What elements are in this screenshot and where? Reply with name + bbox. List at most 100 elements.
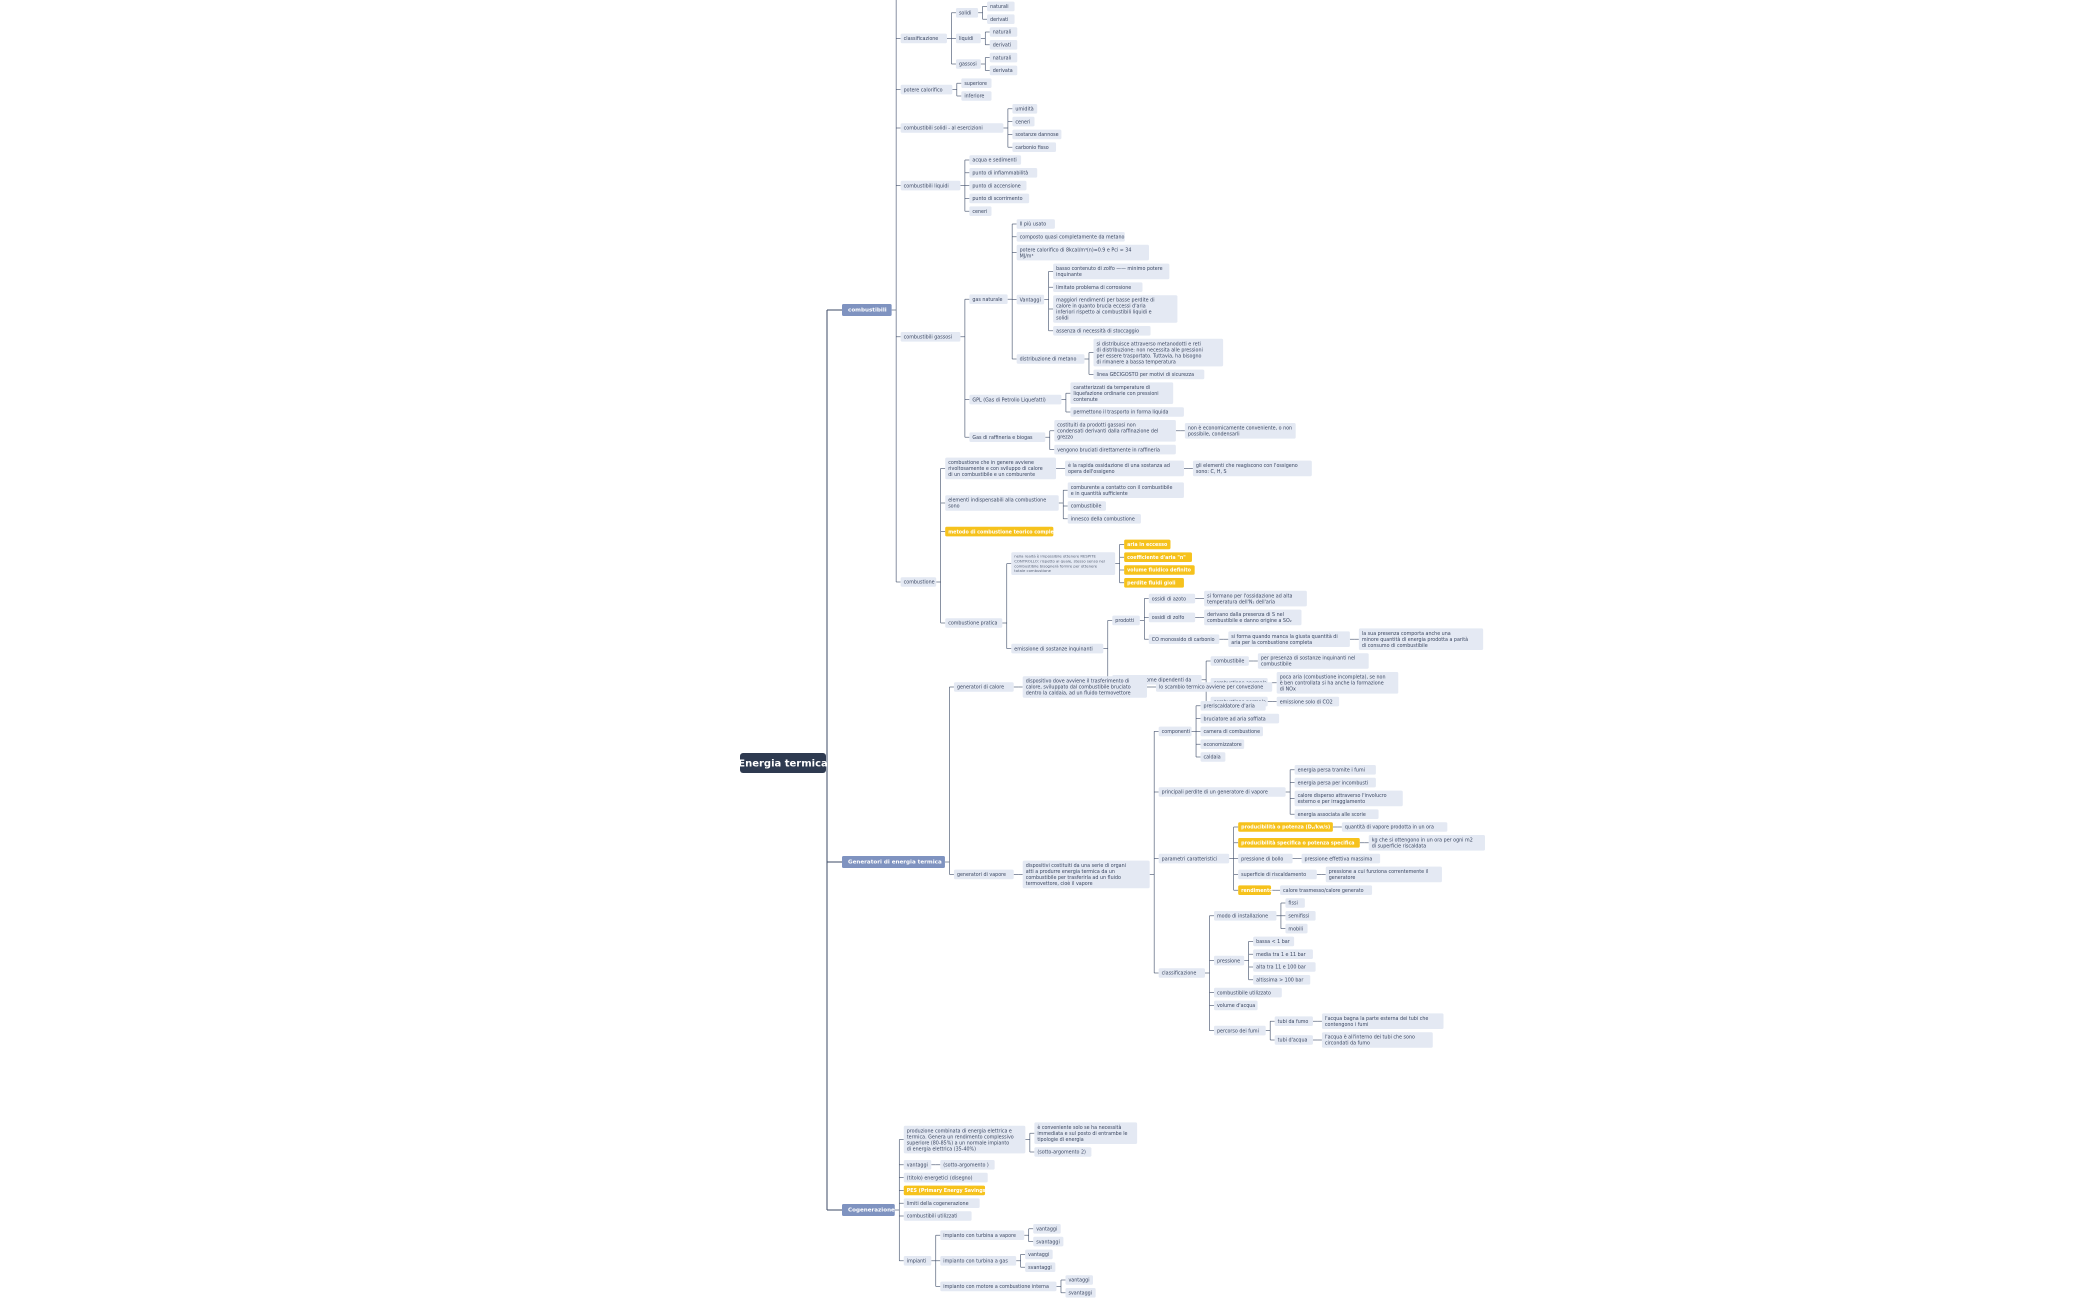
node-svantaggi[interactable]: svantaggi xyxy=(1033,1236,1064,1247)
node-caldaia[interactable]: caldaia xyxy=(1200,752,1226,762)
node-altissima-100-bar[interactable]: altissima > 100 bar xyxy=(1253,975,1311,985)
node-liquidi[interactable]: liquidi xyxy=(955,33,981,44)
node-carbonio-fisso[interactable]: carbonio fisso xyxy=(1012,142,1057,152)
node-metodo-di-combustione-teorico-comple[interactable]: metodo di combustione teorico completo xyxy=(945,526,1060,537)
node-bassa-1-bar[interactable]: bassa < 1 bar xyxy=(1253,936,1295,947)
node-vengono-bruciati-direttamente-in-raf[interactable]: vengono bruciati direttamente in raffine… xyxy=(1054,444,1176,455)
node-combustibili-liquidi[interactable]: combustibili liquidi xyxy=(900,180,961,191)
node-impianto-con-motore-a-combustione-in[interactable]: impianto con motore a combustione intern… xyxy=(940,1281,1057,1292)
section-cogenerazione[interactable]: Cogenerazione xyxy=(842,1204,895,1216)
node-si-distribuisce-attraverso-metanodot[interactable]: si distribuisce attraverso metanodotti e… xyxy=(1093,338,1224,367)
node-superiore[interactable]: superiore xyxy=(961,78,992,88)
node-combustibili-solidi-al-esercizioni[interactable]: combustibili solidi - al esercizioni xyxy=(900,123,1004,133)
node-potere-calorifico[interactable]: potere calorifico xyxy=(900,84,953,95)
node-limiti-della-cogenerazione[interactable]: limiti della cogenerazione xyxy=(903,1198,980,1208)
root-node[interactable]: Energia termica xyxy=(738,753,828,773)
node-quantita-di-vapore-prodotta-in-un-or[interactable]: quantità di vapore prodotta in un ora xyxy=(1341,822,1448,832)
node-coefficiente-d-aria-n[interactable]: coefficiente d'aria "n" xyxy=(1124,552,1192,562)
node-per-presenza-di-sostanze-inquinanti-[interactable]: per presenza di sostanze inquinanti nelc… xyxy=(1257,653,1369,669)
node-naturali[interactable]: naturali xyxy=(987,1,1015,12)
node-pressione-di-bollo[interactable]: pressione di bollo xyxy=(1238,853,1293,864)
node-semifissi[interactable]: semifissi xyxy=(1285,911,1316,921)
node-titolo-energetici-disegno[interactable]: (titolo) energetici (disegno) xyxy=(903,1172,988,1183)
node-producibilita-o-potenza-d-kw-s[interactable]: producibilità o potenza (Dₚ/kw/s) xyxy=(1238,822,1333,832)
node-alta-tra-11-e-100-bar[interactable]: alta tra 11 e 100 bar xyxy=(1253,962,1316,972)
node-si-forma-quando-manca-la-giusta-quan[interactable]: si forma quando manca la giusta quantità… xyxy=(1228,631,1350,647)
node-limitato-problema-di-corrosione[interactable]: limitato problema di corrosione xyxy=(1053,282,1143,292)
node-gas-di-raffineria-e-biogas[interactable]: Gas di raffineria e biogas xyxy=(969,432,1046,442)
node-ceneri[interactable]: ceneri xyxy=(1012,116,1035,127)
node-gli-elementi-che-reagiscono-con-l-os[interactable]: gli elementi che reagiscono con l'ossige… xyxy=(1192,460,1312,477)
node-distribuzione-di-metano[interactable]: distribuzione di metano xyxy=(1016,354,1085,364)
node-modo-di-installazione[interactable]: modo di installazione xyxy=(1213,911,1277,921)
node-costituiti-da-prodotti-gassosi-non[interactable]: costituiti da prodotti gassosi nonconden… xyxy=(1054,420,1176,442)
node-naturali[interactable]: naturali xyxy=(989,27,1018,37)
node-kg-che-si-ottengono-in-un-ora-per-og[interactable]: kg che si ottengono in un ora per ogni m… xyxy=(1368,835,1485,851)
node-componenti[interactable]: componenti xyxy=(1158,726,1192,737)
node-ceneri[interactable]: ceneri xyxy=(969,206,992,216)
node-permettono-il-trasporto-in-forma-liq[interactable]: permettono il trasporto in forma liquida xyxy=(1070,407,1184,417)
node-naturali[interactable]: naturali xyxy=(989,52,1018,63)
node-perdite-fluidi-gioli[interactable]: perdite fluidi gioli xyxy=(1124,578,1184,588)
node-producibilita-specifica-o-potenza-sp[interactable]: producibilità specifica o potenza specif… xyxy=(1238,838,1360,848)
node-rendimento[interactable]: rendimento xyxy=(1238,885,1273,895)
node-svantaggi[interactable]: svantaggi xyxy=(1065,1288,1096,1298)
node-pressione[interactable]: pressione xyxy=(1213,955,1245,966)
node-e-la-rapida-ossidazione-di-una-sosta[interactable]: è la rapida ossidazione di una sostanza … xyxy=(1065,460,1184,477)
node-composto-quasi-completamente-da-meta[interactable]: composto quasi completamente da metano xyxy=(1016,232,1125,242)
node-maggiori-rendimenti-per-basse-perdit[interactable]: maggiori rendimenti per basse perdite di… xyxy=(1053,295,1178,323)
node-nella-realta-e-impossibile-ottenere-[interactable]: nella realtà è impossibile ottenere RESP… xyxy=(1011,552,1116,575)
node-caratterizzati-da-temperature-di[interactable]: caratterizzati da temperature diliquefaz… xyxy=(1070,382,1174,404)
node-vantaggi[interactable]: vantaggi xyxy=(903,1160,932,1170)
node-aria-in-eccesso[interactable]: aria in eccesso xyxy=(1124,539,1171,550)
node-acqua-e-sedimenti[interactable]: acqua e sedimenti xyxy=(969,155,1022,165)
node-punto-di-infiammabilita[interactable]: punto di infiammabilità xyxy=(969,168,1038,178)
node-generatori-di-vapore[interactable]: generatori di vapore xyxy=(953,869,1014,880)
node-gas-naturale[interactable]: gas naturale xyxy=(969,294,1008,304)
node-volume-d-acqua[interactable]: volume d'acqua xyxy=(1213,1000,1258,1011)
node-vantaggi[interactable]: vantaggi xyxy=(1025,1249,1053,1260)
node-derivano-dalla-presenza-di-s-nel[interactable]: derivano dalla presenza di S nelcombusti… xyxy=(1204,609,1302,626)
node-punto-di-accensione[interactable]: punto di accensione xyxy=(969,180,1027,191)
node-assenza-di-necessita-di-stoccaggio[interactable]: assenza di necessità di stoccaggio xyxy=(1053,326,1151,336)
node-la-sua-presenza-comporta-anche-una[interactable]: la sua presenza comporta anche unaminore… xyxy=(1358,628,1484,650)
node-comburente-a-contatto-con-il-combust[interactable]: comburente a contatto con il combustibil… xyxy=(1067,482,1184,498)
node-derivata[interactable]: derivata xyxy=(989,65,1018,76)
node-combustione-pratica[interactable]: combustione pratica xyxy=(945,618,1003,628)
node-combustibile[interactable]: combustibile xyxy=(1210,656,1249,666)
node-parametri-caratteristici[interactable]: parametri caratteristici xyxy=(1158,853,1230,864)
node-gpl-gas-di-petrolio-liquefatti[interactable]: GPL (Gas di Petrolio Liquefatti) xyxy=(969,394,1062,405)
node-energia-associata-alle-scorie[interactable]: energia associata alle scorie xyxy=(1294,809,1379,819)
node-sostanze-dannose[interactable]: sostanze dannose xyxy=(1012,129,1062,140)
node-impianto-con-turbina-a-gas[interactable]: impianto con turbina a gas xyxy=(940,1256,1017,1266)
node-energia-persa-tramite-i-fumi[interactable]: energia persa tramite i fumi xyxy=(1294,765,1376,775)
node-energia-persa-per-incombusti[interactable]: energia persa per incombusti xyxy=(1294,777,1376,788)
node-impianto-con-turbina-a-vapore[interactable]: impianto con turbina a vapore xyxy=(940,1230,1025,1240)
node-impianti[interactable]: impianti xyxy=(903,1256,932,1266)
node-combustibili-gassosi[interactable]: combustibili gassosi xyxy=(900,332,961,342)
node-percorso-dei-fumi[interactable]: percorso dei fumi xyxy=(1213,1025,1266,1036)
node-linea-gecigosto-per-motivi-di-sicure[interactable]: linea GECIGOSTO per motivi di sicurezza xyxy=(1093,369,1205,380)
node-svantaggi[interactable]: svantaggi xyxy=(1025,1262,1056,1272)
node-emissione-solo-di-co2[interactable]: emissione solo di CO2 xyxy=(1276,696,1340,707)
node-vantaggi[interactable]: Vantaggi xyxy=(1016,294,1045,305)
node-combustibile-utilizzato[interactable]: combustibile utilizzato xyxy=(1213,987,1282,998)
node-superficie-di-riscaldamento[interactable]: superficie di riscaldamento xyxy=(1238,869,1317,880)
node-derivati[interactable]: derivati xyxy=(987,14,1015,24)
node-innesco-della-combustione[interactable]: innesco della combustione xyxy=(1067,514,1141,524)
node-generatori-di-calore[interactable]: generatori di calore xyxy=(953,682,1014,692)
node-volume-fluidico-definito[interactable]: volume fluidico definito xyxy=(1124,565,1195,575)
node-basso-contenuto-di-zolfo-minimo-pote[interactable]: basso contenuto di zolfo —— minimo poter… xyxy=(1053,263,1170,280)
node-dispositivo-dove-avviene-il-trasferi[interactable]: dispositivo dove avviene il trasferiment… xyxy=(1022,676,1147,698)
node-combustione[interactable]: combustione xyxy=(900,577,937,587)
node-umidita[interactable]: umidità xyxy=(1012,104,1038,114)
node-dispositivi-costituiti-da-una-serie-[interactable]: dispositivi costituiti da una serie di o… xyxy=(1022,860,1150,889)
node-il-piu-usato[interactable]: Il più usato xyxy=(1016,219,1055,229)
node-sotto-argomento[interactable]: (sotto-argomento ) xyxy=(940,1160,995,1170)
node-ossidi-di-zolfo[interactable]: ossidi di zolfo xyxy=(1148,612,1196,623)
node-fissi[interactable]: fissi xyxy=(1285,898,1305,908)
node-gassosi[interactable]: gassosi xyxy=(955,59,981,69)
node-combustibile[interactable]: combustibile xyxy=(1067,501,1106,511)
node-emissione-di-sostanze-inquinanti[interactable]: emissione di sostanze inquinanti xyxy=(1011,643,1104,654)
node-mobili[interactable]: mobili xyxy=(1285,923,1308,934)
